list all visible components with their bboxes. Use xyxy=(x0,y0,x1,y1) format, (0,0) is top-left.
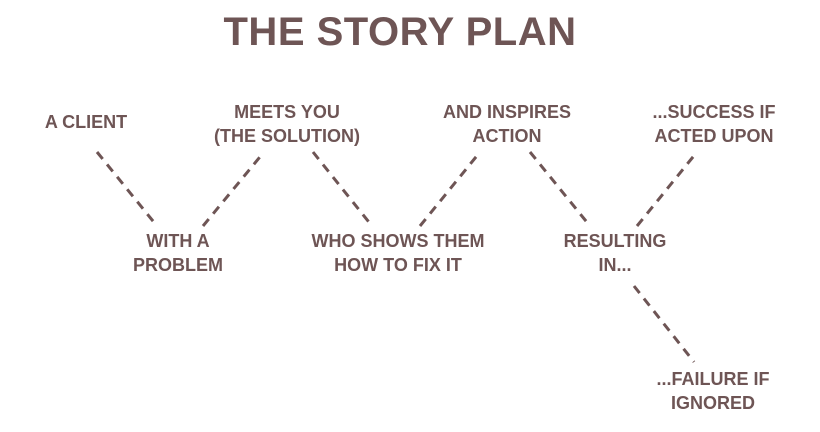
connector-resulting-failure xyxy=(632,285,696,363)
node-failure-if: ...FAILURE IF IGNORED xyxy=(638,367,788,415)
node-who-shows-them: WHO SHOWS THEM HOW TO FIX IT xyxy=(303,229,493,277)
node-with-a-problem-line-2: PROBLEM xyxy=(133,255,223,275)
node-with-a-problem: WITH A PROBLEM xyxy=(118,229,238,277)
connector-client-problem xyxy=(95,151,159,227)
node-meets-you: MEETS YOU (THE SOLUTION) xyxy=(202,100,372,148)
node-a-client-line-1: A CLIENT xyxy=(44,112,128,132)
node-and-inspires-line-2: ACTION xyxy=(472,126,542,146)
node-meets-you-line-1: MEETS YOU xyxy=(234,102,340,122)
node-success-if-line-1: ...SUCCESS IF xyxy=(652,102,776,122)
node-success-if-line-2: ACTED UPON xyxy=(654,126,774,146)
node-failure-if-line-2: IGNORED xyxy=(670,393,755,413)
diagram-title: THE STORY PLAN xyxy=(223,10,577,54)
node-who-shows-them-line-2: HOW TO FIX IT xyxy=(334,255,462,275)
connector-meets-shows xyxy=(311,151,374,227)
node-meets-you-line-2: (THE SOLUTION) xyxy=(214,126,360,146)
connector-inspires-resulting xyxy=(528,151,592,227)
node-a-client: A CLIENT xyxy=(36,110,136,134)
node-and-inspires-line-1: AND INSPIRES xyxy=(442,102,572,122)
node-and-inspires: AND INSPIRES ACTION xyxy=(432,100,582,148)
node-with-a-problem-line-1: WITH A xyxy=(146,231,210,251)
node-resulting-in-line-2: IN... xyxy=(598,255,632,275)
connector-shows-inspires xyxy=(418,151,482,227)
node-success-if: ...SUCCESS IF ACTED UPON xyxy=(639,100,789,148)
node-failure-if-line-1: ...FAILURE IF xyxy=(656,369,770,389)
node-resulting-in: RESULTING IN... xyxy=(550,229,680,277)
node-resulting-in-line-1: RESULTING xyxy=(563,231,667,251)
connector-resulting-success xyxy=(635,151,699,227)
node-who-shows-them-line-1: WHO SHOWS THEM xyxy=(311,231,485,251)
connector-problem-meets xyxy=(201,151,266,227)
